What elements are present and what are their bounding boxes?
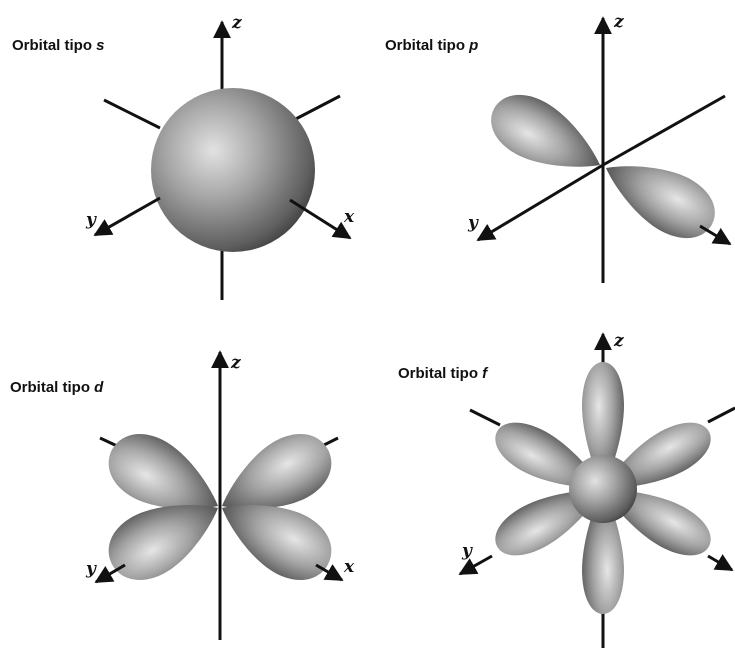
f-z-label: z: [613, 331, 624, 351]
panel-s-orbital: Orbital tipo s z y x: [12, 13, 355, 300]
s-z-label: z: [231, 13, 242, 33]
d-x-axis: [315, 563, 344, 582]
p-y-label: y: [467, 213, 479, 233]
s-x-label: x: [343, 207, 355, 227]
f-y-label: y: [461, 541, 473, 561]
f-x-axis: [707, 554, 734, 572]
p-x-axis: [699, 224, 732, 246]
f-y-axis-back: [707, 406, 735, 424]
p-orbital-lobe-front: [592, 141, 726, 251]
s-x-axis: [289, 198, 352, 240]
d-x-label: x: [343, 557, 355, 577]
f-y-axis: [458, 554, 493, 576]
p-y-axis: [476, 163, 604, 242]
panel-f-orbital: Orbital tipo f z y: [398, 331, 735, 648]
s-y-axis-back: [289, 94, 341, 124]
d-y-axis: [94, 563, 126, 584]
panel-d-title: Orbital tipo d: [10, 379, 104, 396]
p-y-axis-back: [602, 94, 726, 167]
s-y-axis: [93, 196, 161, 237]
s-y-label: y: [85, 210, 97, 230]
panel-p-title: Orbital tipo p: [385, 37, 478, 54]
s-x-axis-back: [103, 98, 161, 130]
f-orbital-center-sphere: [569, 455, 637, 523]
d-y-label: y: [85, 559, 97, 579]
panel-f-title: Orbital tipo f: [398, 365, 489, 382]
p-z-label: z: [613, 12, 624, 32]
panel-p-orbital: Orbital tipo p z y: [385, 12, 732, 283]
panel-d-orbital: Orbital tipo d z y x: [10, 350, 355, 640]
p-orbital-lobe-back: [480, 82, 614, 192]
panel-s-title: Orbital tipo s: [12, 37, 105, 54]
f-x-axis-back: [469, 408, 501, 427]
d-z-label: z: [230, 353, 241, 373]
s-orbital-sphere: [151, 88, 315, 252]
